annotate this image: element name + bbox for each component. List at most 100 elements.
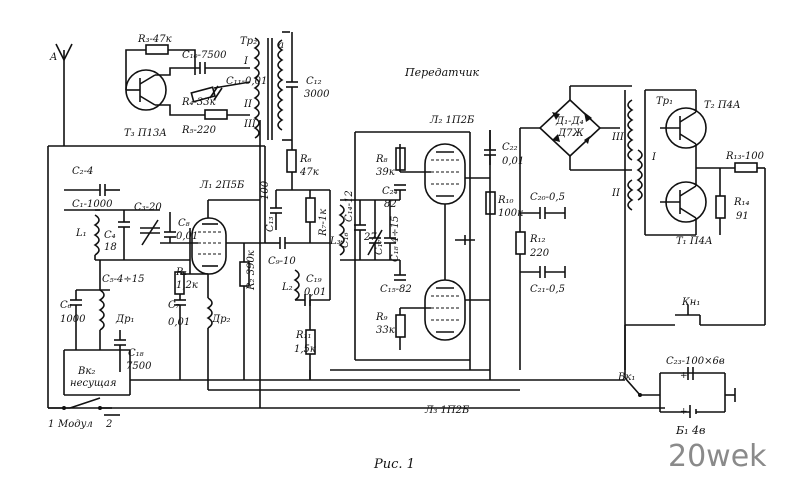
resistor-r5 [204, 109, 228, 120]
tube-l2-envelope [424, 143, 466, 205]
tr2-iii-label: III [243, 119, 257, 130]
tr1-label: Тр₁ [656, 96, 673, 107]
l1-label: L₁ [75, 228, 87, 239]
c8-value: 0,01 [176, 231, 198, 242]
c18-value: 7500 [126, 361, 152, 372]
c24-label: C₂₄ [382, 186, 398, 197]
resistor-r6 [286, 149, 297, 173]
t1-label: T₁ П4А [676, 236, 713, 247]
kn1-label: Кн₁ [681, 297, 700, 308]
resistor-r8 [395, 147, 406, 171]
tr1-ii-label: II [611, 188, 621, 199]
c2-label: C₂-4 [72, 166, 93, 177]
c3-label: C₃-20 [134, 202, 162, 213]
c23-plus-sign: + [680, 371, 688, 381]
resistor-r13 [734, 162, 758, 173]
c8-label: C₈ [178, 218, 190, 229]
vk2-carrier-label: несущая [70, 378, 117, 389]
r10-value: 100к [498, 208, 523, 219]
bus-wires [48, 235, 665, 409]
diode-bridge: Д₁-Д₄ Д7Ж [519, 85, 632, 171]
c11-label: C₁₁-0,01 [226, 76, 267, 87]
r1-label: R₁ [175, 267, 188, 278]
c7-label: C₇ [168, 300, 180, 311]
resistor-r10 [485, 191, 496, 215]
resistor-r14 [715, 195, 726, 219]
r12-label: R₁₂ [529, 234, 546, 245]
tubes-l2-l3: Л₂ 1П2Б R₈ 39к R₉ 33к Л₃ 1П2Б [354, 115, 491, 416]
r12-value: 220 [529, 248, 550, 259]
c16-label: C₁₆ [340, 232, 351, 248]
r5-label: R₅-220 [181, 125, 217, 136]
c1-label: C₁-1000 [72, 199, 113, 210]
vk1-label: Вк₁ [617, 372, 635, 383]
tr2-i-label: I [243, 56, 249, 67]
output-tank: L₃ C₁₆ 27 C₁₇ C₁₄-12 C₁₈ 4÷15 C₂₄ 82 C₁₅… [329, 184, 412, 300]
c23-label: C₂₃-100×6в [666, 356, 725, 367]
r10-label: R₁₀ [497, 195, 514, 206]
diode-d4 [584, 136, 590, 144]
r6-value: 47к [299, 167, 319, 178]
c18-label: C₁₈ [128, 348, 144, 359]
converter-tr1: Тр₁ III I II T₂ П4А T₁ П4А R₁₃-100 R₁₄ 9… [611, 89, 766, 325]
c20-label: C₂₀-0,5 [530, 192, 565, 203]
l3-label: L₃ [329, 236, 341, 247]
c13-value: 100 [260, 180, 271, 200]
c15-label: C₁₅-82 [380, 284, 412, 295]
t2-label: T₂ П4А [704, 100, 741, 111]
tr1-i-label: I [651, 152, 657, 163]
c22-value: 0,01 [502, 156, 524, 167]
c4-value: 18 [104, 242, 117, 253]
r9-value: 33к [376, 325, 395, 336]
modulator-oscillator: R₃-47к C₁₀-7500 C₁₁-0,01 R₄-33к R₅-220 T… [124, 34, 267, 139]
r9-label: R₉ [375, 312, 388, 323]
c6-label: C₆ [60, 300, 72, 311]
c17-label: C₁₇ [374, 239, 385, 255]
vk2-label: Вк₂ [77, 366, 95, 377]
resistor-r9 [395, 314, 406, 338]
l1tube-label: Л₁ 2П5Б [199, 180, 245, 191]
r14-label: R₁₄ [733, 197, 750, 208]
battery-label: Б₁ 4в [675, 424, 705, 437]
c13-label: C₁₃ [265, 216, 276, 232]
c22-label: C₂₂ [502, 142, 518, 153]
t3-label: T₃ П13А [124, 128, 167, 139]
antenna: A [49, 43, 73, 146]
r2-label: R₂ 390к [246, 250, 257, 291]
r3-label: R₃-47к [137, 34, 172, 45]
tr2-ii-label: II [243, 99, 253, 110]
l2tube-label: Л₂ 1П2Б [429, 115, 475, 126]
diode-d2 [584, 112, 592, 122]
r13-label: R₁₃-100 [725, 151, 765, 162]
diodes-label: Д₁-Д₄ [555, 116, 584, 127]
c12-label: C₁₂ [306, 76, 322, 87]
tube-l1: Л₁ 2П5Б C₈ 0,01 [160, 180, 265, 275]
watermark: 20wek [668, 439, 767, 474]
antenna-label: A [49, 52, 57, 63]
grid-network: R₂ 390к C₉-10 L₂ C₁₉ 0,01 [239, 237, 330, 320]
cathode-network: R₁ 1,2к C₇ 0,01 Др₂ [168, 260, 231, 390]
resistor-r12 [515, 231, 526, 255]
screen-network: R₆ 47к 100 C₁₃ R₇-1к R₁₁ 1,5к [259, 120, 330, 408]
dr1-label: Др₁ [115, 314, 135, 325]
c19-label: C₁₉ [306, 274, 322, 285]
r11-label: R₁₁ [295, 330, 312, 341]
c9-label: C₉-10 [268, 256, 296, 267]
c18b-label: C₁₈ 4÷15 [390, 216, 401, 262]
transformer-tr2: Тр₂ а I II III C₁₂ 3000 [240, 31, 330, 141]
tr2-a-label: а [278, 40, 284, 51]
plate-network: C₂₂ 0,01 R₁₀ 100к R₁₂ 220 C₂₀-0,5 C₂₁-0,… [484, 130, 566, 370]
switch-vk2: Вк₂ несущая 1 Модул 2 [48, 366, 130, 430]
l2-label: L₂ [281, 282, 293, 293]
pos1-label: 1 [48, 419, 54, 430]
c6-value: 1000 [60, 314, 86, 325]
diode-d3 [552, 134, 560, 142]
diode-d1 [552, 112, 560, 120]
tr2-label: Тр₂ [240, 36, 257, 47]
choke-dr1-group: C₆ 1000 Др₁ C₁₈ 7500 [60, 260, 152, 395]
c7-value: 0,01 [168, 317, 190, 328]
c4-label: C₄ [104, 230, 116, 241]
power-supply: C₂₃-100×6в + + Б₁ 4в Вк₁ [617, 356, 736, 437]
transmitter-title: Передатчик [404, 66, 480, 79]
